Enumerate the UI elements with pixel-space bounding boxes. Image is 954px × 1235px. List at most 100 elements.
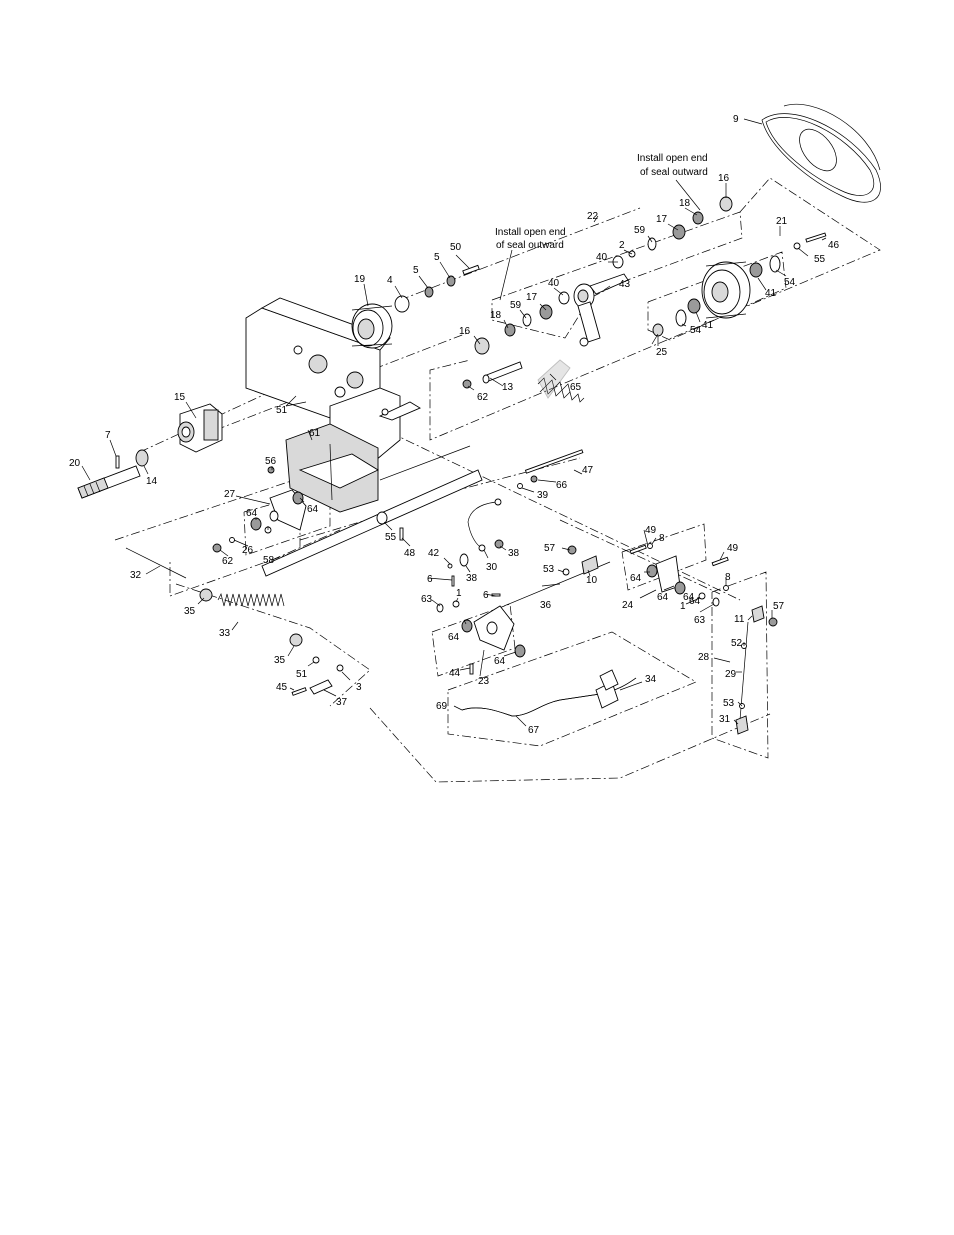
idler-arm-assembly [558, 196, 733, 347]
key-7 [115, 455, 120, 469]
cable-30 [467, 498, 502, 552]
axis-line-6 [419, 457, 581, 501]
shaft-20 [77, 465, 141, 499]
washer-5a [424, 286, 434, 298]
callout: 51 [276, 405, 288, 416]
bolt-49a [629, 544, 647, 555]
callout: 6 [427, 574, 433, 585]
axis-line-2 [359, 417, 741, 601]
callout: 45 [276, 682, 288, 693]
washer-38b [459, 553, 469, 567]
pulley-19 [351, 303, 393, 349]
callout: 16 [459, 326, 471, 337]
group-outline-28 [711, 571, 769, 759]
callout: 35 [184, 606, 196, 617]
callout: 58 [263, 555, 275, 566]
callout: 46 [828, 240, 840, 251]
callout: 30 [486, 562, 498, 573]
callout: 64 [494, 656, 506, 667]
group-outline-22 [491, 211, 743, 339]
rod-end-10 [581, 555, 599, 575]
bolt-50 [462, 264, 480, 276]
callout: 55 [385, 532, 397, 543]
axis-line-7 [559, 519, 721, 595]
callout: 1 [680, 601, 686, 612]
callout: 59 [634, 225, 646, 236]
callout: 26 [242, 545, 254, 556]
bolt-48 [399, 527, 404, 541]
callout: 50 [450, 242, 462, 253]
callout: 2 [619, 240, 625, 251]
callout: 59 [510, 300, 522, 311]
callout: 56 [265, 456, 277, 467]
callout: 49 [727, 543, 739, 554]
callout: 66 [556, 480, 568, 491]
washer-1-center [452, 600, 460, 608]
callout: 31 [719, 714, 731, 725]
snap-ring-54b [675, 309, 687, 327]
callout: 39 [537, 490, 549, 501]
callout: 64 [307, 504, 319, 515]
washer-55-center [376, 511, 388, 525]
washer-5b [446, 275, 456, 287]
nut-56 [267, 466, 275, 474]
callout: 18 [679, 198, 691, 209]
callout: 63 [694, 615, 706, 626]
group-outline-24 [621, 523, 707, 591]
callout: 67 [528, 725, 540, 736]
seal-18-lower [504, 323, 516, 337]
washer-8b [723, 585, 729, 591]
callout: 24 [622, 600, 634, 611]
callout: 18 [490, 310, 502, 321]
callout: 62 [477, 392, 489, 403]
ring-59-upper [647, 237, 657, 251]
callout: 3 [356, 682, 362, 693]
callout: 23 [478, 676, 490, 687]
callout: 5 [434, 252, 440, 263]
callout: 64 [657, 592, 669, 603]
callout: 64 [683, 592, 695, 603]
note-upper-line1: Install open end [637, 153, 708, 164]
callout: 35 [274, 655, 286, 666]
callout: 14 [146, 476, 158, 487]
callout: 8 [659, 533, 665, 544]
group-outline-left [114, 477, 301, 597]
axis-line-8 [271, 529, 341, 561]
bearing-41a [749, 262, 763, 278]
callout: 37 [336, 697, 348, 708]
bushing-64e [646, 564, 658, 578]
callout: 25 [656, 347, 668, 358]
callout: 57 [544, 543, 556, 554]
rod-assembly-28 [735, 605, 765, 735]
callout: 10 [586, 575, 598, 586]
bolt-26 [229, 537, 235, 543]
callout: 11 [734, 614, 745, 625]
group-outline-main [429, 177, 881, 441]
callout: 27 [224, 489, 236, 500]
callout: 40 [548, 278, 560, 289]
callout: 20 [69, 458, 81, 469]
callout: 1 [456, 588, 462, 599]
callout: 54 [690, 325, 702, 336]
bearing-housing-15 [177, 403, 223, 453]
callout: 64 [448, 632, 460, 643]
callout: 15 [174, 392, 186, 403]
callout: 22 [587, 211, 599, 222]
callout: 47 [582, 465, 594, 476]
callout: 42 [428, 548, 440, 559]
clip-37 [309, 679, 333, 695]
callout: 64 [630, 573, 642, 584]
spring-33 [217, 592, 285, 607]
rod-32 [125, 547, 187, 579]
callout: 38 [466, 573, 478, 584]
nut-57-center [567, 545, 577, 555]
bushing-64f [674, 581, 686, 595]
callout: 54 [784, 277, 796, 288]
bolt-49b [711, 556, 729, 567]
bracket-27 [250, 466, 307, 534]
washer-63-right [712, 597, 720, 607]
washer-66 [530, 475, 538, 483]
callout: 63 [421, 594, 433, 605]
group-outline-23 [431, 603, 516, 677]
